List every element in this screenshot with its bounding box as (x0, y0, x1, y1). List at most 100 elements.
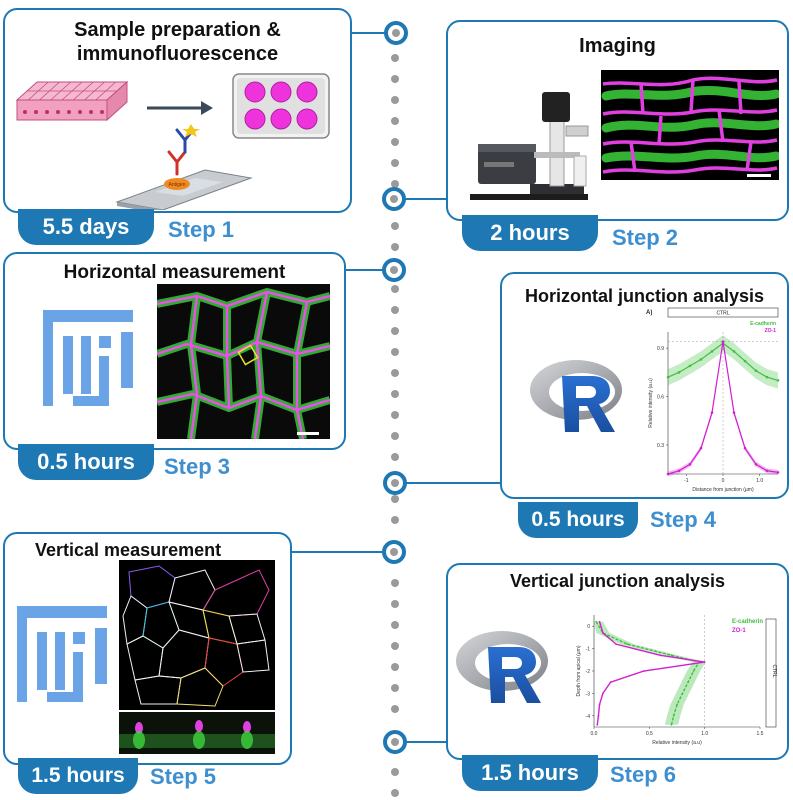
timeline-dot (391, 159, 399, 167)
x-tick-label: 0.5 (646, 731, 653, 737)
timeline-dot (391, 663, 399, 671)
x-tick-label: 1.5 (757, 731, 764, 737)
timeline-dot (391, 453, 399, 461)
data-point (710, 411, 714, 414)
step-5-label: Step 5 (150, 764, 217, 789)
step-1-label: Step 1 (168, 217, 235, 242)
y-axis-label: Relative intensity (a.u) (648, 378, 654, 428)
step-2-duration-badge: 2 hours (462, 215, 598, 251)
data-point (776, 379, 780, 382)
timeline-dot (391, 789, 399, 797)
x-tick-label: 0 (722, 478, 725, 484)
data-point (743, 446, 747, 450)
x-tick-label: 1.0 (701, 731, 708, 737)
fluorescence-image (601, 70, 779, 180)
data-point (596, 723, 599, 726)
y-tick-label: -3 (586, 691, 591, 697)
data-point (677, 469, 681, 473)
data-point (688, 463, 692, 466)
data-point (597, 714, 600, 717)
timeline-dots (391, 54, 399, 797)
step-5-duration-badge: 1.5 hours (18, 758, 138, 794)
data-point (598, 703, 601, 706)
timeline-dot (391, 222, 399, 230)
antibody-icon (167, 124, 200, 176)
timeline-dot (391, 285, 399, 293)
step-3-title: Horizontal measurement (63, 262, 286, 283)
fiji-logo-icon (43, 310, 133, 406)
timeline-dot (391, 327, 399, 335)
step-5-title: Vertical measurement (35, 540, 222, 560)
x-tick-label: 0.0 (591, 731, 598, 737)
y-tick-label: -2 (586, 669, 591, 675)
y-tick-label: 0.9 (657, 346, 664, 352)
timeline-dot (391, 768, 399, 776)
well-plate-icon (232, 73, 330, 139)
y-tick-label: 0.3 (657, 443, 664, 449)
y-tick-label: 0.6 (657, 395, 664, 401)
data-point (615, 643, 618, 646)
timeline-dot (391, 180, 399, 188)
data-point (692, 670, 695, 672)
data-point (721, 340, 725, 343)
data-point (732, 411, 736, 414)
step-1-card: Sample preparation & immunofluorescence (3, 8, 352, 213)
timeline-dot (391, 579, 399, 587)
y-tick-label: -4 (586, 714, 591, 720)
legend-entry: E-cadherin (750, 321, 776, 327)
r-logo-icon (456, 631, 548, 703)
arrow-right-icon (147, 101, 213, 115)
data-point (732, 350, 736, 353)
cell-layer-icon (15, 80, 129, 122)
timeline-dot (391, 306, 399, 314)
timeline-node-centers (390, 29, 400, 746)
step-3-card: Horizontal measurement (3, 252, 346, 450)
timeline-dot (391, 516, 399, 524)
timeline-dot (391, 432, 399, 440)
data-point (670, 654, 673, 657)
data-point (688, 364, 692, 368)
legend-entry: ZO-1 (765, 328, 777, 334)
x-axis-label: Distance from junction (µm) (692, 487, 754, 493)
step-1-title: Sample preparation & immunofluorescence (74, 19, 281, 65)
timeline-connectors (292, 32, 500, 743)
x-axis-label: Relative intensity (a.u) (652, 740, 702, 746)
data-point (595, 620, 598, 623)
step-2-title: Imaging (579, 35, 656, 57)
data-point (754, 463, 758, 466)
data-point (710, 350, 714, 353)
timeline-dot (391, 348, 399, 356)
series-band (668, 335, 778, 389)
series-band (668, 339, 778, 477)
step-5-card: Vertical measurement (3, 532, 292, 765)
data-point (676, 703, 678, 706)
timeline-dot (391, 117, 399, 125)
timeline-dot (391, 411, 399, 419)
chart-title: CTRL (716, 311, 729, 317)
data-point (659, 654, 662, 657)
step-6-duration-badge: 1.5 hours (462, 755, 598, 791)
series-band (594, 621, 706, 725)
y-tick-label: 0 (587, 624, 590, 630)
timeline-dot (391, 243, 399, 251)
y-axis-label: Depth from apical (µm) (576, 645, 582, 696)
chart-panel-label: A) (646, 310, 652, 316)
timeline-dot (391, 684, 399, 692)
r-logo-icon (530, 360, 622, 432)
legend-entry: E-cadherin (732, 619, 763, 625)
data-point (666, 472, 670, 476)
y-tick-label: -1 (586, 647, 591, 653)
timeline-dot (391, 75, 399, 83)
step-1-duration-badge: 5.5 days (18, 209, 154, 245)
data-point (776, 471, 780, 474)
step-6-label: Step 6 (610, 762, 677, 787)
timeline-dot (391, 138, 399, 146)
step-3-label: Step 3 (164, 454, 231, 479)
data-point (677, 371, 681, 374)
data-point (743, 359, 747, 363)
data-point (703, 661, 706, 663)
data-point (598, 620, 601, 623)
